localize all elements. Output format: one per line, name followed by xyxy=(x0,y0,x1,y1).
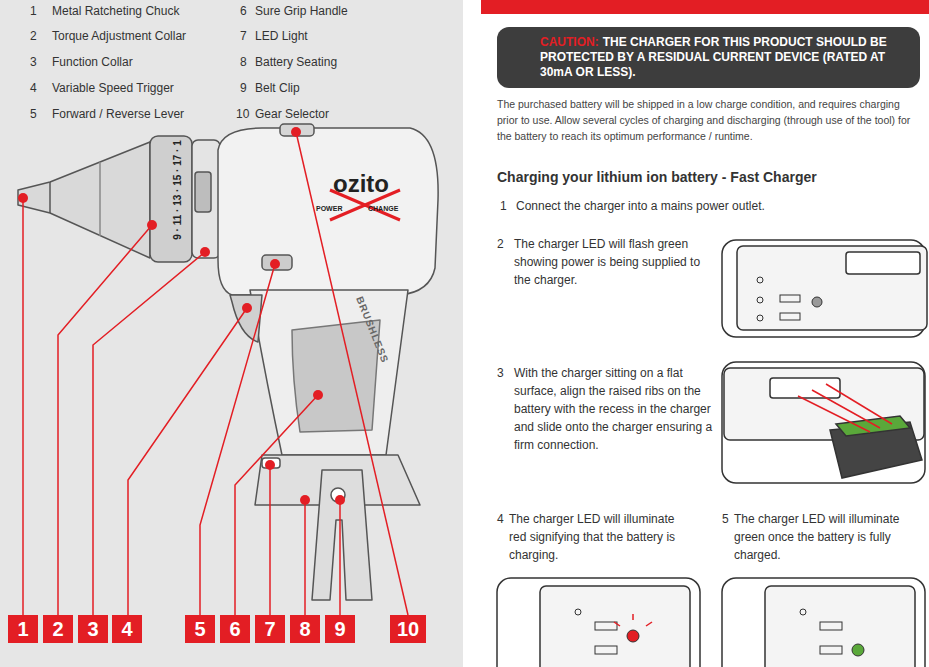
caution-heading: CAUTION: xyxy=(540,35,599,49)
step-text: The charger LED will illuminate red sign… xyxy=(509,510,694,564)
step-text: Connect the charger into a mains power o… xyxy=(516,197,916,215)
callout-number: 6 xyxy=(220,615,250,643)
step-number: 4 xyxy=(497,510,504,528)
callout-number: 7 xyxy=(255,615,285,643)
part-number: 10 xyxy=(236,105,249,123)
step-number: 5 xyxy=(722,510,729,528)
callout-number: 1 xyxy=(8,615,38,643)
step-text: The charger LED will illuminate green on… xyxy=(734,510,919,564)
step-number: 1 xyxy=(500,197,507,215)
part-number: 8 xyxy=(240,53,247,71)
brand-logo: ozito xyxy=(333,170,389,198)
torque-scale: 9 · 11 · 13 · 15 · 17 · 1 xyxy=(172,140,184,240)
part-name: LED Light xyxy=(255,27,308,45)
callout-label: 8 xyxy=(299,618,310,641)
callout-number: 10 xyxy=(390,615,426,643)
callout-label: 1 xyxy=(17,618,28,641)
callout-number: 3 xyxy=(78,615,108,643)
part-name: Belt Clip xyxy=(255,79,300,97)
part-number: 5 xyxy=(30,105,37,123)
step-number: 2 xyxy=(497,235,504,253)
part-name: Torque Adjustment Collar xyxy=(52,27,186,45)
brand-text: CHANGE xyxy=(368,204,398,213)
callout-label: 7 xyxy=(264,618,275,641)
brand-text: POWER xyxy=(316,204,342,213)
part-name: Forward / Reverse Lever xyxy=(52,105,184,123)
callout-number: 9 xyxy=(325,615,355,643)
callout-label: 3 xyxy=(87,618,98,641)
callout-number: 8 xyxy=(290,615,320,643)
step-text: With the charger sitting on a flat surfa… xyxy=(514,364,714,454)
part-number: 9 xyxy=(240,79,247,97)
part-number: 3 xyxy=(30,53,37,71)
part-name: Metal Ratcheting Chuck xyxy=(52,2,179,20)
callout-label: 6 xyxy=(229,618,240,641)
callout-label: 9 xyxy=(334,618,345,641)
callout-number: 4 xyxy=(112,615,142,643)
part-name: Gear Selector xyxy=(255,105,329,123)
caution-box: CAUTION:THE CHARGER FOR THIS PRODUCT SHO… xyxy=(497,27,920,88)
section-heading: Charging your lithium ion battery - Fast… xyxy=(497,168,817,186)
callout-number: 5 xyxy=(185,615,215,643)
step-text: The charger LED will flash green showing… xyxy=(514,235,704,289)
part-number: 1 xyxy=(30,2,37,20)
callout-label: 10 xyxy=(397,618,419,641)
part-name: Function Collar xyxy=(52,53,133,71)
part-name: Sure Grip Handle xyxy=(255,2,348,20)
callout-label: 4 xyxy=(121,618,132,641)
callout-label: 2 xyxy=(52,618,63,641)
part-number: 7 xyxy=(240,27,247,45)
part-number: 6 xyxy=(240,2,247,20)
part-number: 4 xyxy=(30,79,37,97)
callout-number: 2 xyxy=(43,615,73,643)
part-number: 2 xyxy=(30,27,37,45)
part-name: Battery Seating xyxy=(255,53,337,71)
step-number: 3 xyxy=(497,364,504,382)
callout-label: 5 xyxy=(194,618,205,641)
intro-paragraph: The purchased battery will be shipped in… xyxy=(497,96,922,144)
part-name: Variable Speed Trigger xyxy=(52,79,174,97)
